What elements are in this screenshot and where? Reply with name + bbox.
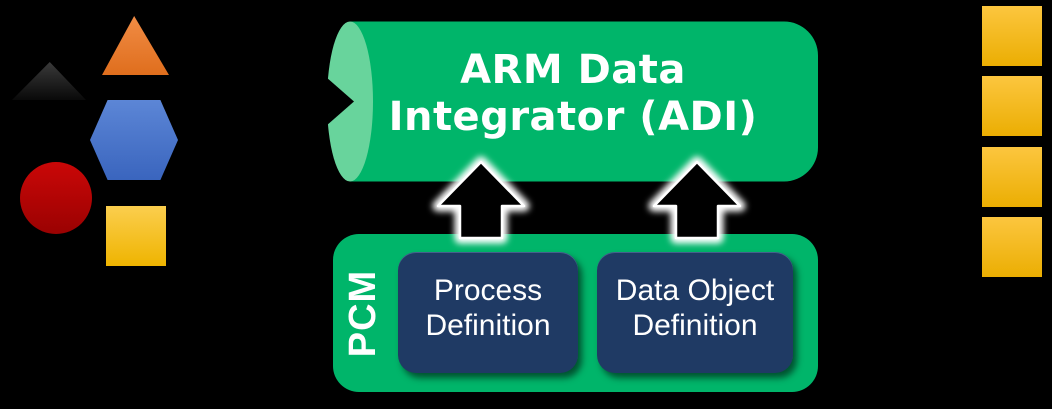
adi-title-line1: ARM Data [460,47,686,93]
gold-square-4 [982,217,1042,277]
process-definition-box: Process Definition [398,252,578,373]
gold-square-2 [982,76,1042,136]
process-definition-line1: Process [433,273,543,307]
orange-triangle-shape [102,16,169,75]
gold-square-1 [982,6,1042,66]
adi-title-line2: Integrator (ADI) [388,94,758,140]
dark-triangle-shape [12,62,86,100]
process-definition-line2: Definition [425,308,551,342]
red-circle-shape [20,162,92,234]
data-object-definition-line2: Definition [632,308,758,342]
pcm-label: PCM [342,269,385,357]
blue-hexagon-shape [90,100,178,180]
gold-square-3 [982,147,1042,207]
data-object-definition-line1: Data Object [615,273,775,307]
data-object-definition-box: Data Object Definition [597,252,793,373]
adi-title: ARM Data Integrator (ADI) [328,22,818,182]
yellow-square-shape [106,206,166,266]
